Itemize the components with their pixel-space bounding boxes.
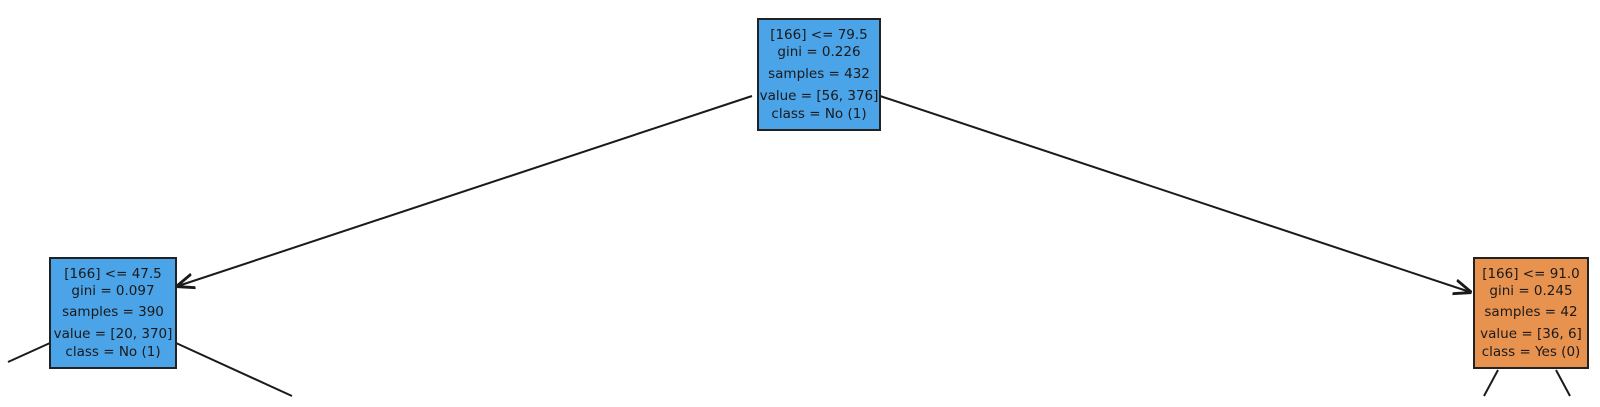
node-samples: samples = 432 bbox=[768, 66, 870, 82]
tree-node-root: [166] <= 79.5 gini = 0.226 samples = 432… bbox=[757, 18, 881, 131]
edge-right-to-left-child bbox=[1483, 369, 1499, 397]
node-split: [166] <= 91.0 bbox=[1482, 266, 1580, 282]
node-samples: samples = 390 bbox=[62, 304, 164, 320]
node-class: class = Yes (0) bbox=[1482, 344, 1581, 360]
edge-left-to-right-child bbox=[175, 342, 293, 397]
tree-node-left: [166] <= 47.5 gini = 0.097 samples = 390… bbox=[49, 257, 177, 369]
node-samples: samples = 42 bbox=[1484, 304, 1577, 320]
node-split: [166] <= 47.5 bbox=[64, 266, 162, 282]
node-gini: gini = 0.226 bbox=[777, 44, 860, 60]
edge-right-to-right-child bbox=[1555, 369, 1571, 397]
node-gini: gini = 0.245 bbox=[1489, 283, 1572, 299]
node-class: class = No (1) bbox=[771, 106, 866, 122]
tree-node-right: [166] <= 91.0 gini = 0.245 samples = 42 … bbox=[1473, 257, 1589, 369]
node-value: value = [56, 376] bbox=[760, 88, 879, 104]
node-gini: gini = 0.097 bbox=[71, 283, 154, 299]
edge-left-to-left-child bbox=[7, 342, 51, 363]
node-class: class = No (1) bbox=[65, 344, 160, 360]
edge-root-to-right bbox=[879, 95, 1470, 292]
node-value: value = [36, 6] bbox=[1480, 326, 1582, 342]
node-value: value = [20, 370] bbox=[54, 326, 173, 342]
node-box-right bbox=[1473, 257, 1589, 369]
node-box-left bbox=[49, 257, 177, 369]
node-split: [166] <= 79.5 bbox=[770, 27, 868, 43]
edge-root-to-left bbox=[178, 95, 753, 286]
node-box-root bbox=[757, 18, 881, 131]
